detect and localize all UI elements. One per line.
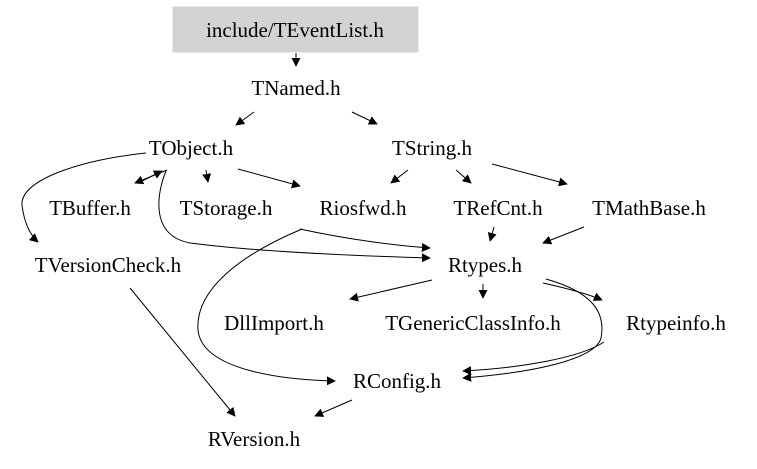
edge-tobject-tstorage xyxy=(202,169,212,183)
node-label-trefcnt: TRefCnt.h xyxy=(453,196,543,220)
node-label-rconfig: RConfig.h xyxy=(353,369,442,393)
node-label-tstorage: TStorage.h xyxy=(180,196,273,220)
edge-tstring-tmathbase xyxy=(491,163,568,187)
edge-riosfwd-rtypes xyxy=(299,228,431,252)
edge-rtypes-rtypeinfo xyxy=(542,282,603,301)
edge-tstring-riosfwd xyxy=(390,169,409,184)
root-node-box xyxy=(172,6,419,53)
node-label-tversioncheck: TVersionCheck.h xyxy=(35,253,182,277)
edge-tnamed-tobject xyxy=(235,111,255,126)
edges xyxy=(21,53,605,417)
edge-tobject-rtypes xyxy=(158,170,431,263)
edge-rtypes-dllimport xyxy=(349,279,433,302)
edge-tmathbase-rtypes xyxy=(542,226,585,245)
edge-tstring-trefcnt xyxy=(455,169,472,184)
node-label-teventlist: include/TEventList.h xyxy=(206,18,384,42)
node-label-tbuffer: TBuffer.h xyxy=(49,196,131,220)
edge-tobject-tversioncheck xyxy=(21,152,147,243)
edge-rconfig-rversion xyxy=(314,399,353,417)
node-label-rtypes: Rtypes.h xyxy=(448,253,523,277)
nodes: include/TEventList.h TNamed.h TObject.h … xyxy=(35,6,726,451)
node-label-rtypeinfo: Rtypeinfo.h xyxy=(626,311,726,335)
edge-trefcnt-rtypes xyxy=(487,226,497,242)
node-label-tstring: TString.h xyxy=(392,136,472,160)
node-label-tgenericclassinfo: TGenericClassInfo.h xyxy=(385,311,561,335)
node-label-tobject: TObject.h xyxy=(149,136,234,160)
edge-tnamed-tstring xyxy=(351,111,378,125)
node-teventlist: include/TEventList.h xyxy=(172,6,419,53)
node-label-tnamed: TNamed.h xyxy=(251,76,341,100)
edge-tobject-riosfwd xyxy=(237,168,301,189)
node-label-riosfwd: Riosfwd.h xyxy=(320,196,407,220)
node-label-rversion: RVersion.h xyxy=(208,427,301,451)
node-label-dllimport: DllImport.h xyxy=(224,311,324,335)
edge-tbuffer-tobject xyxy=(137,170,163,184)
node-label-tmathbase: TMathBase.h xyxy=(592,196,706,220)
edge-tversioncheck-rversion xyxy=(129,287,236,417)
edge-rtypeinfo-rconfig xyxy=(462,341,605,376)
edge-rtypes-rconfig xyxy=(462,278,603,382)
edge-riosfwd-rconfig xyxy=(197,228,336,386)
